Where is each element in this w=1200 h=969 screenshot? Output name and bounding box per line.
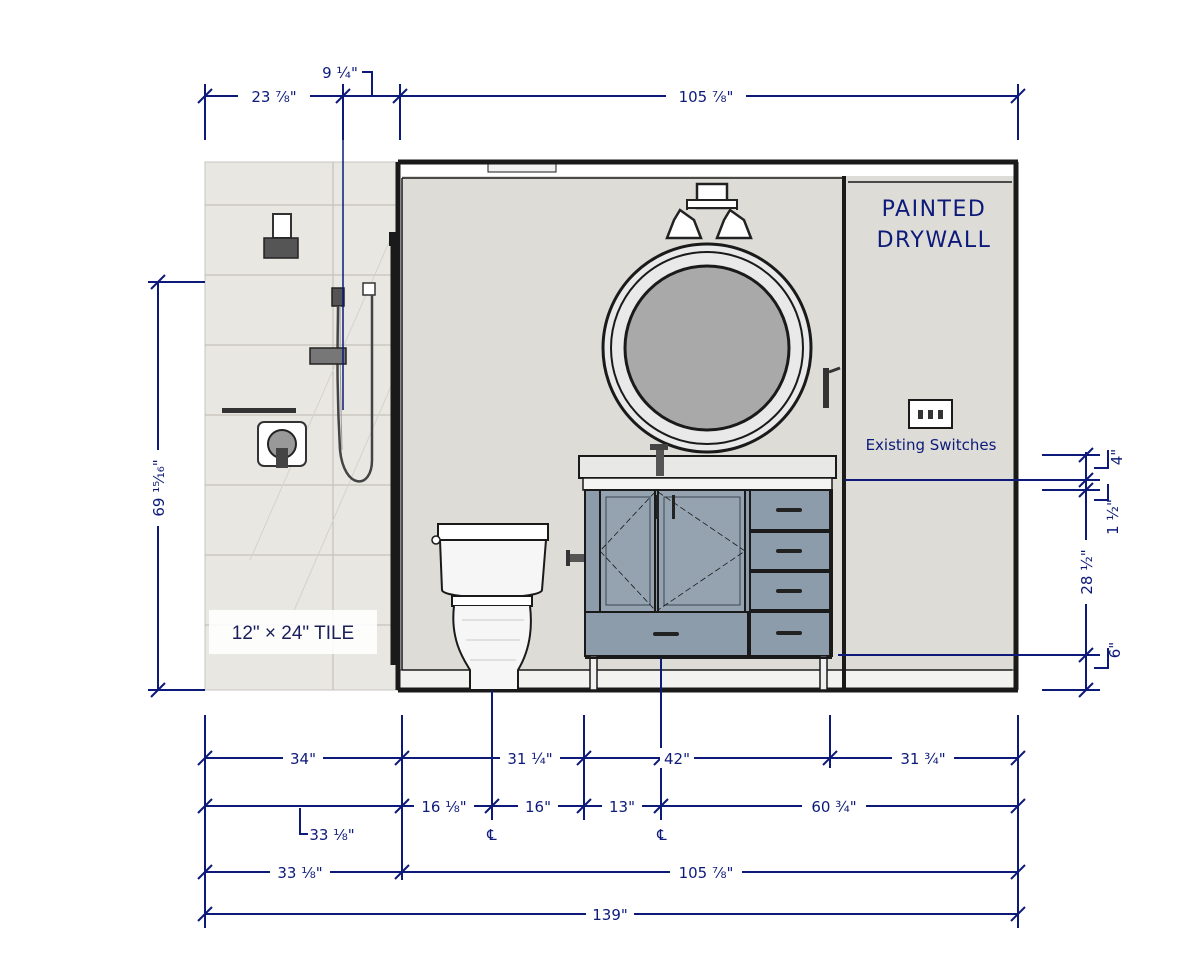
- dim-row1-31-25: 31 ¼": [507, 750, 552, 768]
- dim-left-height: 69 ¹⁵⁄₁₆": [150, 459, 168, 516]
- toilet-paper-holder: [566, 550, 584, 566]
- dim-top-main-width: 105 ⅞": [679, 88, 734, 106]
- centerline-toilet: ℄: [486, 826, 497, 844]
- dim-row2-33-125: 33 ⅛": [309, 826, 354, 844]
- dim-row2-13: 13": [609, 798, 635, 816]
- dim-row1-31-75: 31 ¾": [900, 750, 945, 768]
- light-switch-plate: [908, 399, 953, 429]
- dimension-labels: 23 ⅞" 9 ¼" 105 ⅞" 69 ¹⁵⁄₁₆" 4" 1 ½" 28 ½…: [148, 64, 1126, 924]
- dim-right-28-5: 28 ½": [1078, 549, 1096, 594]
- existing-switches-label: Existing Switches: [866, 436, 997, 454]
- dimension-lines: [148, 71, 1109, 928]
- vanity-cabinet: [578, 444, 837, 691]
- dim-row2-60-75: 60 ¾": [811, 798, 856, 816]
- dim-row2-16: 16": [525, 798, 551, 816]
- vanity-light: [665, 182, 753, 240]
- dim-row2-16-125: 16 ⅛": [421, 798, 466, 816]
- drywall-label: DRYWALL: [877, 228, 992, 253]
- painted-label: PAINTED: [882, 197, 987, 222]
- tile-label-box: 12" × 24" TILE: [209, 610, 377, 654]
- dim-row1-34: 34": [290, 750, 316, 768]
- dim-row1-42: 42": [664, 750, 690, 768]
- shower-tile-wall: [204, 161, 401, 691]
- dim-row3-33-125: 33 ⅛": [277, 864, 322, 882]
- centerline-vanity: ℄: [656, 826, 667, 844]
- towel-hook: [823, 366, 841, 408]
- shower-fixtures: [222, 213, 397, 665]
- dim-row3-105-875: 105 ⅞": [679, 864, 734, 882]
- dim-top-small: 9 ¼": [322, 64, 358, 82]
- dim-right-6: 6": [1106, 642, 1124, 658]
- tile-label: 12" × 24" TILE: [232, 623, 354, 644]
- dim-right-1-5: 1 ½": [1104, 499, 1122, 535]
- dim-total-139: 139": [592, 906, 628, 924]
- toilet: [431, 523, 549, 691]
- dim-top-left-width: 23 ⅞": [251, 88, 296, 106]
- dim-right-4: 4": [1108, 449, 1126, 465]
- round-mirror: [601, 242, 813, 454]
